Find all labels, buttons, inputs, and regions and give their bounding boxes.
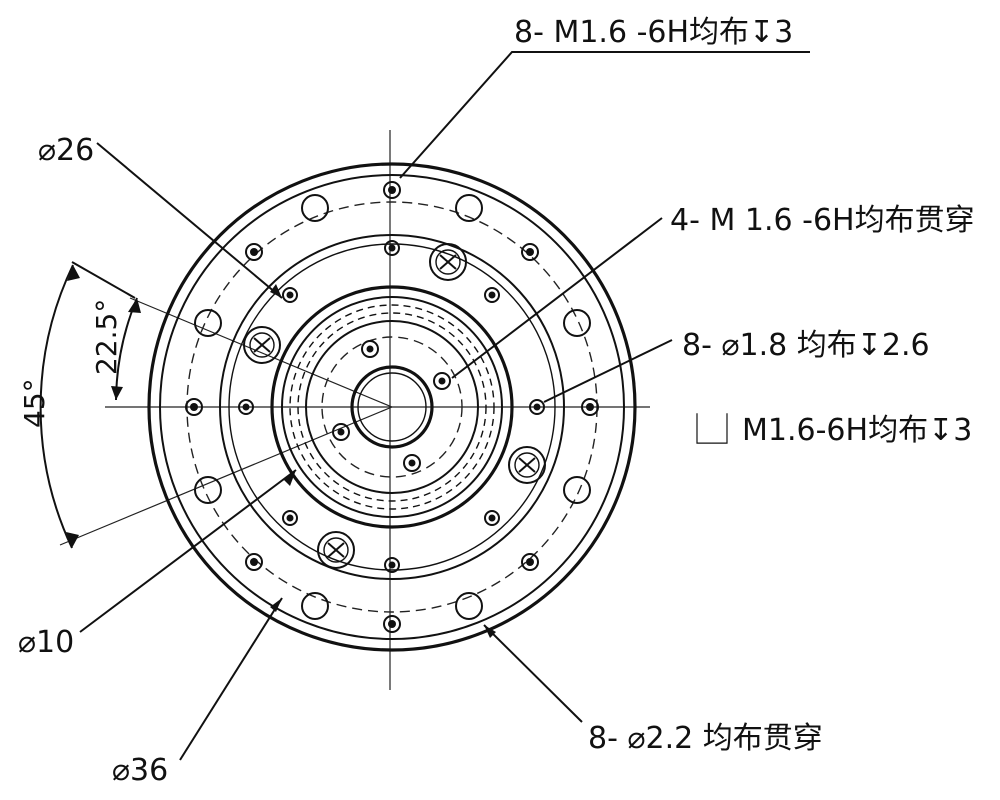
extension-line bbox=[71, 261, 136, 299]
tapped-hole bbox=[383, 615, 401, 633]
flange-step-circle bbox=[219, 234, 565, 580]
middle-holes bbox=[238, 240, 545, 573]
bearing-outer-race bbox=[281, 296, 503, 518]
diameter-26-label: ⌀26 bbox=[38, 133, 94, 168]
bore-circle bbox=[350, 365, 434, 449]
diameter-10-label: ⌀10 bbox=[18, 625, 74, 660]
leader-hole-22 bbox=[483, 624, 583, 723]
hub-tapped-holes bbox=[332, 340, 451, 472]
tapped-hole-core bbox=[190, 403, 198, 411]
outer-tapped-holes bbox=[185, 181, 599, 633]
leader-lines bbox=[79, 51, 810, 761]
outer-inner-edge-circle bbox=[159, 174, 625, 640]
hole-1-8 bbox=[484, 510, 500, 526]
outer-through-holes bbox=[194, 194, 591, 620]
arrowhead bbox=[67, 265, 80, 281]
screw-heads bbox=[243, 243, 546, 569]
tapped-hole-core bbox=[388, 186, 396, 194]
bearing-assembly bbox=[270, 285, 514, 529]
diameter-36-label: ⌀36 bbox=[112, 753, 168, 788]
callout-hole-18-sub: ⎿⏌M1.6-6H均布↧3 bbox=[682, 413, 972, 448]
angle-line-neg bbox=[59, 406, 393, 546]
leader-top-thread bbox=[399, 51, 810, 179]
tapped-hole bbox=[245, 243, 263, 261]
tapped-hole-core bbox=[250, 248, 258, 256]
hole-2-2 bbox=[301, 194, 329, 222]
tapped-hole bbox=[521, 553, 539, 571]
screw-head bbox=[429, 243, 467, 281]
bearing-rollers bbox=[289, 304, 495, 510]
hole-2-2 bbox=[455, 194, 483, 222]
hole-core bbox=[242, 403, 250, 411]
angle-22-5-label: 22.5° bbox=[90, 299, 123, 375]
hole-1-8 bbox=[282, 510, 298, 526]
hole-1-8 bbox=[282, 287, 298, 303]
leader-d26 bbox=[96, 142, 283, 299]
hole-1-8 bbox=[384, 240, 400, 256]
arrowhead bbox=[270, 598, 282, 612]
tapped-hole-core bbox=[250, 558, 258, 566]
angle-line-22-5 bbox=[129, 297, 393, 408]
hole-core bbox=[488, 514, 496, 522]
hole-1-8 bbox=[484, 287, 500, 303]
hole-2-2 bbox=[563, 476, 591, 504]
tapped-hole bbox=[383, 181, 401, 199]
bearing-outer-circle bbox=[270, 285, 514, 529]
arrowhead bbox=[111, 386, 123, 400]
arrowhead bbox=[484, 625, 496, 638]
angle-45-label: 45° bbox=[18, 378, 51, 428]
leader-through-thread bbox=[451, 217, 663, 379]
hole-core bbox=[286, 291, 294, 299]
arrowhead bbox=[284, 470, 296, 486]
hole-core bbox=[533, 403, 541, 411]
angle-arc-45 bbox=[39, 264, 74, 549]
arrowhead bbox=[128, 298, 141, 313]
hole-2-2 bbox=[301, 592, 329, 620]
hole-core bbox=[388, 561, 396, 569]
callout-through-thread: 4- M 1.6 -6H均布贯穿 bbox=[670, 203, 975, 238]
arrowhead bbox=[66, 532, 79, 548]
hub-pitch-circle bbox=[321, 336, 463, 478]
tapped-hole bbox=[521, 243, 539, 261]
hole-2-2 bbox=[194, 309, 222, 337]
tapped-hole bbox=[185, 398, 203, 416]
tapped-hole bbox=[245, 553, 263, 571]
hole-2-2 bbox=[455, 592, 483, 620]
hole-2-2 bbox=[563, 309, 591, 337]
labels: 8- M1.6 -6H均布↧3 4- M 1.6 -6H均布贯穿 8- ⌀1.8… bbox=[18, 15, 975, 788]
screw-head bbox=[508, 446, 546, 484]
bore-inner-circle bbox=[357, 372, 427, 442]
callout-hole-18: 8- ⌀1.8 均布↧2.6 bbox=[682, 328, 930, 363]
leader-d10 bbox=[79, 469, 297, 633]
hole-1-8 bbox=[529, 399, 545, 415]
tapped-hole-core bbox=[586, 403, 594, 411]
hole-core bbox=[488, 291, 496, 299]
tapped-hole-core bbox=[388, 620, 396, 628]
angle-dimensions bbox=[39, 261, 141, 549]
hole-1-8 bbox=[238, 399, 254, 415]
leader-hole-18 bbox=[543, 339, 673, 403]
tapped-hole-core bbox=[526, 248, 534, 256]
outer-diameter-circle bbox=[147, 162, 637, 652]
screw-head bbox=[243, 326, 281, 364]
leader-d36 bbox=[179, 597, 283, 761]
flange-step-inner-circle bbox=[228, 243, 556, 571]
tapped-hole-core bbox=[526, 558, 534, 566]
tapped-hole bbox=[581, 398, 599, 416]
screw-head bbox=[317, 531, 355, 569]
hole-core bbox=[286, 514, 294, 522]
bearing-rollers-inner bbox=[297, 312, 487, 502]
callout-top-thread: 8- M1.6 -6H均布↧3 bbox=[514, 15, 793, 50]
hole-2-2 bbox=[194, 476, 222, 504]
hole-core bbox=[388, 244, 396, 252]
callout-hole-22: 8- ⌀2.2 均布贯穿 bbox=[588, 721, 823, 756]
arrowhead bbox=[270, 284, 282, 298]
hole-1-8 bbox=[384, 557, 400, 573]
bearing-inner-race bbox=[305, 320, 479, 494]
